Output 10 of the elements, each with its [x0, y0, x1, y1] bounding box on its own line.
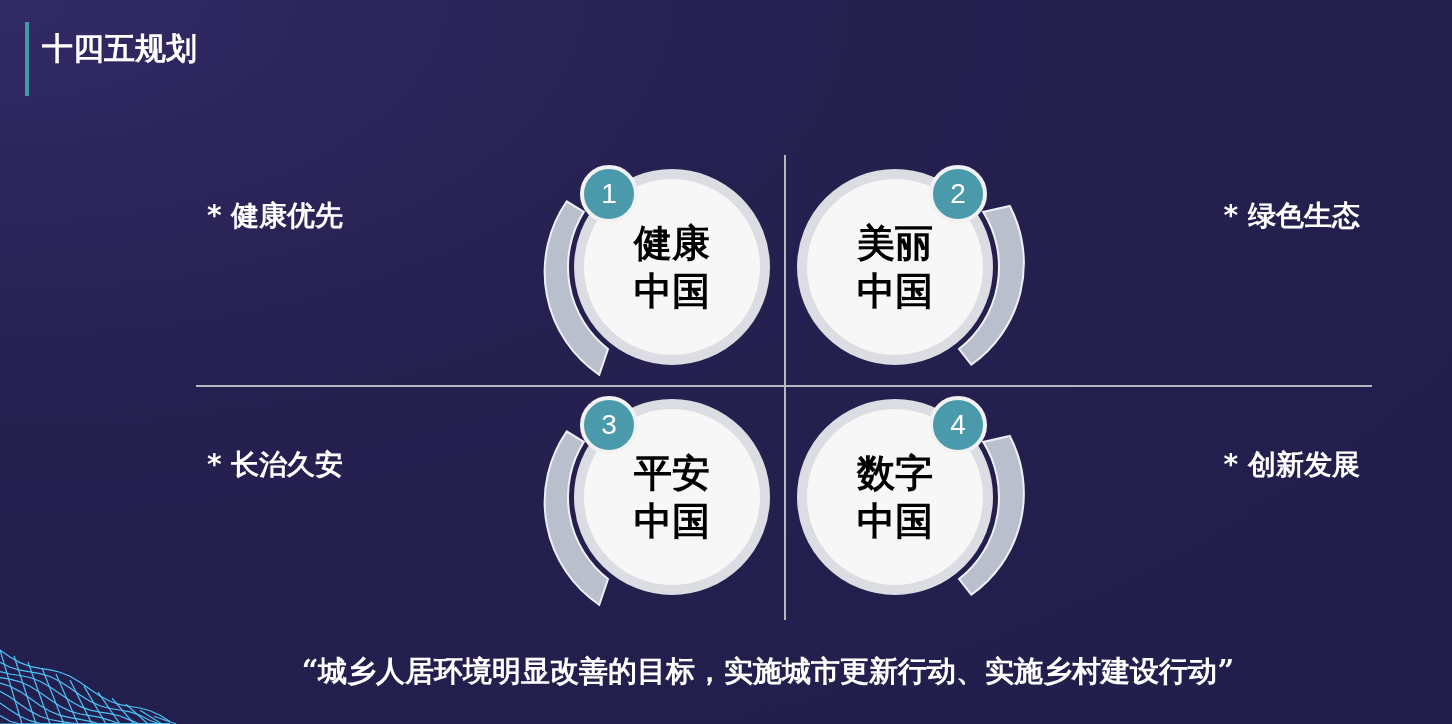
number-badge: 1: [580, 165, 638, 223]
keyword-text: * 健康优先: [207, 198, 344, 234]
keyword-text: * 创新发展: [1223, 447, 1360, 483]
title: 十四五规划: [42, 29, 197, 68]
number-badge: 4: [929, 396, 987, 454]
number-badge: 3: [580, 396, 638, 454]
keyword-text: * 绿色生态: [1223, 198, 1360, 234]
keyword-text: * 长治久安: [207, 447, 344, 483]
number-badge: 2: [929, 165, 987, 223]
caption: “城乡人居环境明显改善的目标，实施城市更新行动、实施乡村建设行动”: [301, 654, 1235, 688]
